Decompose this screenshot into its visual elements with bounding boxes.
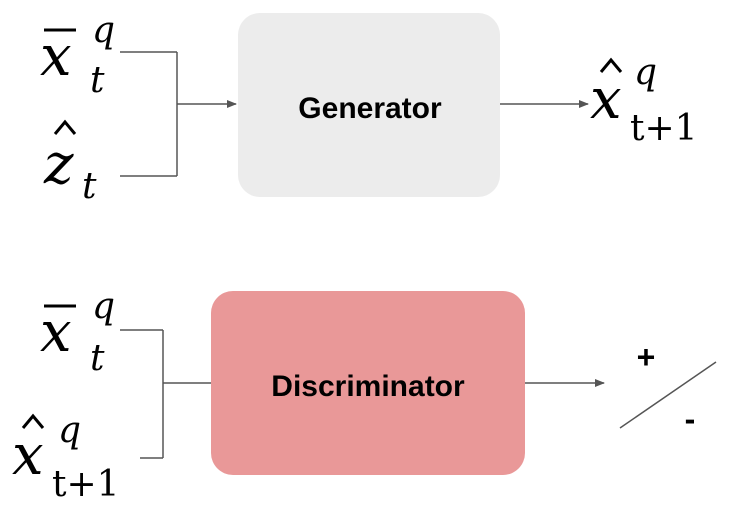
generator-input-connector (120, 51, 237, 177)
discriminator-input-1-sub: t (90, 338, 105, 379)
discriminator-input-2-hat (21, 413, 45, 429)
discriminator-label: Discriminator (271, 370, 465, 403)
generator-input-1-sub: t (90, 60, 105, 101)
discriminator-input-xbar-t: x q t (40, 286, 115, 379)
discriminator-input-connector (120, 329, 211, 459)
discriminator-output-minus: - (685, 401, 696, 437)
discriminator-input-2-sub: t+1 (52, 464, 120, 505)
generator-box (238, 13, 500, 197)
generator-input-zhat-t: z t (43, 119, 97, 207)
generator-input-2-hat (53, 119, 77, 135)
discriminator-block: Discriminator (211, 291, 525, 475)
discriminator-box (211, 291, 525, 475)
generator-input-2-base: z (43, 132, 74, 197)
generator-output-sub: t+1 (630, 108, 698, 149)
discriminator-output-slash (619, 361, 717, 429)
generator-output-base: x (590, 67, 622, 132)
discriminator-input-1-sup: q (92, 286, 115, 327)
discriminator-input-xhat-t1: x q t+1 (12, 410, 120, 505)
generator-output-sup: q (634, 52, 657, 93)
discriminator-input-2-base: x (12, 423, 44, 488)
generator-input-xbar-t: x q t (40, 10, 115, 101)
discriminator-input-2-sup: q (58, 410, 81, 451)
discriminator-output-plus: + (637, 339, 656, 375)
discriminator-output-sign: + - (619, 339, 717, 437)
generator-input-1-base: x (40, 24, 72, 89)
generator-output-xhat-t1: x q t+1 (590, 52, 698, 149)
discriminator-input-1-base: x (40, 300, 72, 365)
generator-label: Generator (298, 92, 442, 125)
generator-output-hat (599, 57, 623, 73)
generator-input-2-sub: t (82, 166, 97, 207)
generator-block: Generator (238, 13, 500, 197)
generator-input-1-sup: q (92, 10, 115, 51)
